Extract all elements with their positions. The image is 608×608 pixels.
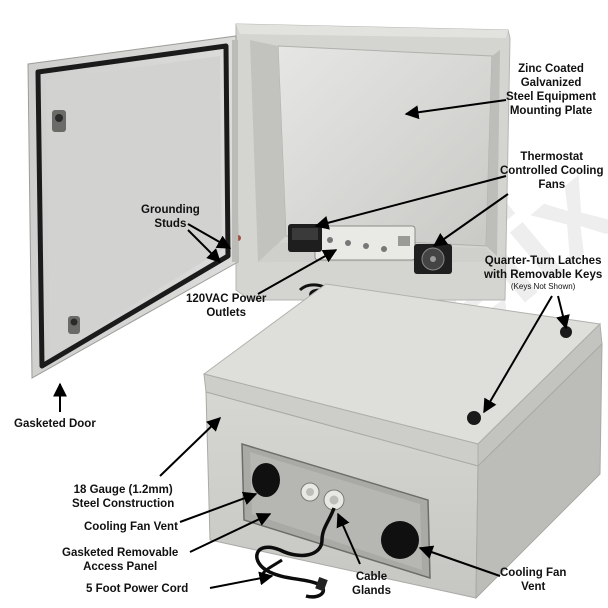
label-thermostat: Thermostat Controlled Cooling Fans — [500, 151, 604, 191]
arrow-grounding — [187, 223, 232, 249]
arrow-thermostat-2 — [432, 193, 509, 247]
label-fan-vent-right: Cooling Fan Vent — [500, 567, 567, 593]
fan-vent-right — [381, 521, 419, 559]
arrow-latches — [483, 295, 553, 414]
label-latches: Quarter-Turn Latches with Removable Keys… — [484, 255, 603, 291]
fan-vent-left — [252, 463, 280, 497]
label-mounting-plate: Zinc Coated Galvanized Steel Equipment M… — [506, 63, 597, 117]
label-power-outlets: 120VAC Power Outlets — [186, 293, 267, 319]
quarter-turn-latch-2 — [467, 411, 481, 425]
gasketed-door — [27, 35, 239, 379]
arrow-steel — [159, 417, 222, 477]
arrow-access-panel — [189, 513, 272, 553]
arrow-power-outlets — [257, 249, 338, 295]
label-gasketed-door: Gasketed Door — [14, 418, 96, 430]
interior-left-wall — [250, 40, 286, 262]
label-steel: 18 Gauge (1.2mm) Steel Construction — [72, 484, 175, 510]
arrow-thermostat-1 — [314, 175, 507, 230]
closed-enclosure — [202, 283, 603, 600]
arrow-mounting-plate — [404, 99, 507, 120]
label-power-cord: 5 Foot Power Cord — [86, 583, 189, 595]
arrow-vent-right — [418, 545, 501, 577]
label-fan-vent-left: Cooling Fan Vent — [84, 521, 178, 533]
mounting-plate — [277, 45, 493, 247]
enclosure-right-face — [475, 342, 603, 600]
label-access-panel: Gasketed Removable Access Panel — [62, 547, 179, 573]
arrow-power-cord — [209, 571, 274, 589]
label-grounding: Grounding Studs — [141, 204, 200, 230]
open-enclosure — [235, 23, 511, 306]
label-glands: Cable Glands — [352, 571, 391, 597]
label-latches-note: (Keys Not Shown) — [510, 282, 576, 291]
leader-arrows — [53, 99, 570, 589]
arrow-latches-2 — [556, 295, 570, 330]
arrow-glands — [336, 512, 361, 565]
arrow-vent-left — [179, 491, 258, 523]
arrow-grounding-2 — [187, 229, 221, 263]
enclosure-top-edge — [236, 24, 508, 38]
